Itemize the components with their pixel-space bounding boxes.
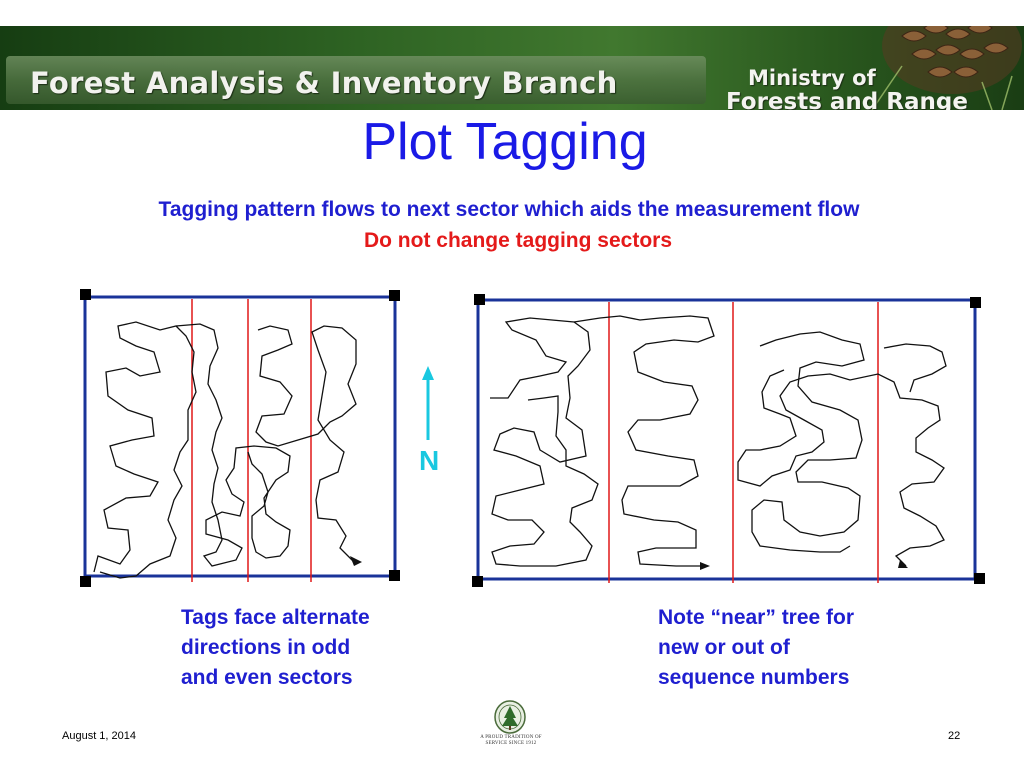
corner-marker xyxy=(974,573,985,584)
left-plot xyxy=(80,289,400,587)
ministry-line1: Ministry of xyxy=(748,66,876,90)
seal-caption: A PROUD TRADITION OF SERVICE SINCE 1912 xyxy=(466,735,556,747)
banner-strip xyxy=(6,56,706,104)
header-banner: Forest Analysis & Inventory Branch Minis… xyxy=(0,26,1024,110)
tagging-path-left-3 xyxy=(255,325,357,563)
left-plot-border xyxy=(83,295,397,578)
tagging-path-left xyxy=(93,321,197,579)
tagging-diagram xyxy=(80,289,985,587)
corner-marker xyxy=(472,576,483,587)
page-number: 22 xyxy=(948,730,961,742)
corner-marker xyxy=(80,576,91,587)
pinecone-image xyxy=(871,26,1022,110)
right-plot xyxy=(472,294,985,587)
arrow-head xyxy=(700,562,710,570)
ministry-logo-text: Ministry of Forests and Range xyxy=(726,66,1016,110)
note-right-line: Note “near” tree for xyxy=(658,606,855,629)
note-left: Tags face alternate directions in odd an… xyxy=(181,603,370,693)
corner-marker xyxy=(389,570,400,581)
ministry-line2: Forests and Range xyxy=(726,89,968,110)
seal-caption-line: SERVICE SINCE 1912 xyxy=(485,741,537,746)
seal-caption-line: A PROUD TRADITION OF xyxy=(480,735,542,740)
note-right-line: sequence numbers xyxy=(658,666,850,689)
corner-marker xyxy=(474,294,485,305)
arrow-head xyxy=(898,560,908,568)
north-label: N xyxy=(419,445,440,476)
tagging-path-left-2 xyxy=(175,323,291,567)
tagging-path-right xyxy=(490,317,599,567)
north-arrow xyxy=(422,366,434,440)
footer-date: August 1, 2014 xyxy=(62,730,137,742)
tagging-path-right-4 xyxy=(737,369,945,567)
branch-title: Forest Analysis & Inventory Branch xyxy=(30,66,618,100)
note-right-line: new or out of xyxy=(658,636,790,659)
tagging-path-right-3 xyxy=(751,331,865,553)
slide-title: Plot Tagging xyxy=(362,113,648,171)
tagging-path-right-5 xyxy=(883,343,947,393)
note-left-line: directions in odd xyxy=(181,636,351,659)
slide-warning: Do not change tagging sectors xyxy=(363,229,673,252)
slide-subtitle: Tagging pattern flows to next sector whi… xyxy=(158,198,860,221)
note-left-line: and even sectors xyxy=(181,666,353,689)
corner-marker xyxy=(970,297,981,308)
note-right: Note “near” tree for new or out of seque… xyxy=(658,603,854,693)
corner-marker xyxy=(80,289,91,300)
corner-marker xyxy=(389,290,400,301)
forest-service-seal-icon xyxy=(494,700,526,734)
tagging-path-right-2 xyxy=(573,315,715,567)
arrow-head xyxy=(350,556,362,566)
right-plot-border xyxy=(476,298,977,581)
note-left-line: Tags face alternate xyxy=(181,606,370,629)
